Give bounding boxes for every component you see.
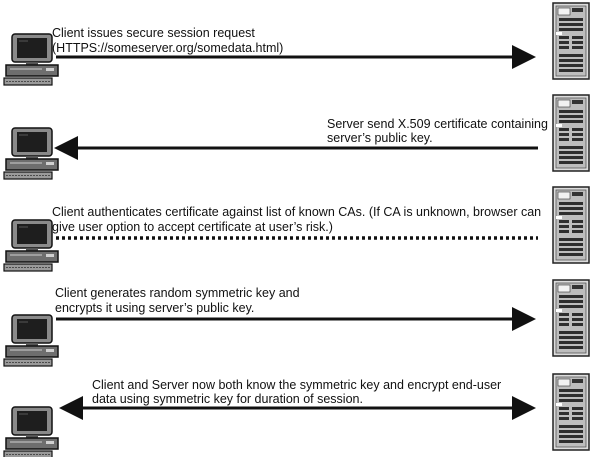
step-3-line-1: Client authenticates certificate against… — [52, 205, 541, 219]
desktop-computer-icon — [3, 33, 59, 86]
step-1-line-2: (HTTPS://someserver.org/somedata.html) — [52, 41, 283, 55]
desktop-computer-icon — [3, 127, 59, 180]
step-2-line-1: Server send X.509 certificate containing — [327, 117, 548, 131]
step-4-line-1: Client generates random symmetric key an… — [55, 286, 300, 300]
step-1: Client issues secure session request (HT… — [3, 2, 590, 86]
server-rack-icon — [552, 94, 590, 172]
desktop-computer-icon — [3, 406, 59, 459]
step-2: Server send X.509 certificate containing… — [3, 94, 590, 180]
server-rack-icon — [552, 2, 590, 80]
desktop-computer-icon — [3, 314, 59, 367]
step-2-line-2: server’s public key. — [327, 131, 433, 145]
server-rack-icon — [552, 373, 590, 451]
step-4-line-2: encrypts it using server’s public key. — [55, 301, 254, 315]
server-rack-icon — [552, 186, 590, 264]
step-5: Client and Server now both know the symm… — [3, 373, 590, 459]
step-4: Client generates random symmetric key an… — [3, 279, 590, 367]
server-rack-icon — [552, 279, 590, 357]
step-1-line-1: Client issues secure session request — [52, 26, 255, 40]
step-3-line-2: give user option to accept certificate a… — [52, 220, 333, 234]
desktop-computer-icon — [3, 219, 59, 272]
step-3: Client authenticates certificate against… — [3, 186, 590, 272]
step-5-line-2: data using symmetric key for duration of… — [92, 392, 363, 406]
step-5-line-1: Client and Server now both know the symm… — [92, 378, 501, 392]
